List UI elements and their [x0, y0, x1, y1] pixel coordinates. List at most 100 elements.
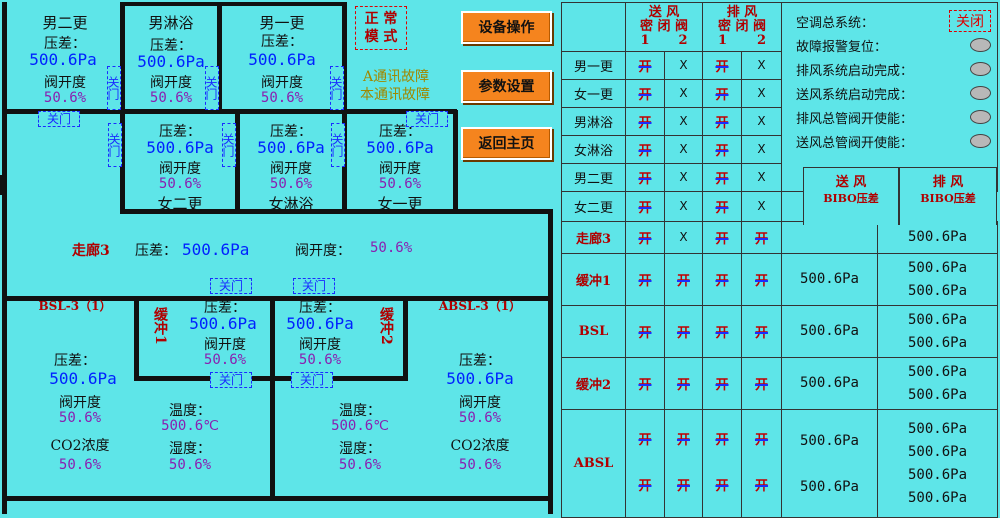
ac-system-toggle[interactable]: 关闭 — [949, 10, 992, 32]
door-button[interactable]: 关门 — [406, 111, 448, 127]
damper-closed[interactable]: X — [757, 142, 766, 156]
room-name: 缓冲1 — [152, 307, 168, 345]
damper-open[interactable]: 开 — [638, 432, 652, 448]
pressure-label: 压差： — [299, 300, 341, 316]
door-button[interactable]: 关门 — [291, 372, 333, 388]
damper-open[interactable]: 开 — [715, 88, 729, 103]
damper-open[interactable]: 开 — [638, 172, 652, 187]
pressure-value: 500.6Pa — [366, 138, 434, 157]
damper-closed[interactable]: X — [679, 58, 688, 72]
row-name: 走廊3 — [561, 221, 626, 254]
damper-open[interactable]: 开 — [715, 232, 729, 247]
co2-label: CO2浓度 — [450, 438, 510, 454]
fault-reset-button[interactable] — [970, 38, 992, 52]
damper-open[interactable]: 开 — [676, 326, 690, 341]
damper-open[interactable]: 开 — [638, 116, 652, 131]
damper-closed[interactable]: X — [679, 199, 688, 213]
damper-closed[interactable]: X — [757, 86, 766, 100]
supply-bibo-cell: 500.6Pa — [781, 305, 878, 358]
valve-value: 50.6% — [298, 352, 342, 368]
pressure-value: 500.6Pa — [137, 52, 205, 71]
door-button[interactable]: 关门 — [38, 111, 80, 127]
table-corner — [561, 2, 626, 52]
parameter-settings-button[interactable]: 参数设置 — [461, 70, 552, 103]
humidity-label: 湿度： — [169, 441, 211, 457]
damper-open[interactable]: 开 — [754, 378, 768, 393]
exhaust-valve-indicator — [970, 110, 992, 124]
row-name: ABSL — [561, 409, 626, 518]
damper-open[interactable]: 开 — [715, 60, 729, 75]
valve-label: 阀开度： — [295, 243, 351, 259]
damper-open[interactable]: 开 — [754, 232, 768, 247]
damper-open[interactable]: 开 — [754, 274, 768, 289]
damper-closed[interactable]: X — [757, 199, 766, 213]
device-operation-button[interactable]: 设备操作 — [461, 11, 552, 44]
damper-open[interactable]: 开 — [715, 478, 729, 494]
damper-closed[interactable]: X — [679, 86, 688, 100]
row-name: 女淋浴 — [561, 135, 626, 164]
row-name: 女一更 — [561, 79, 626, 108]
damper-open[interactable]: 开 — [715, 144, 729, 159]
return-home-button[interactable]: 返回主页 — [461, 127, 552, 160]
fault-a-comm: A通讯故障 — [363, 69, 430, 85]
door-button[interactable]: 关门 — [106, 66, 121, 110]
damper-open[interactable]: 开 — [715, 274, 729, 289]
door-button[interactable]: 关门 — [329, 66, 344, 110]
damper-open[interactable]: 开 — [754, 478, 768, 494]
damper-closed[interactable]: X — [757, 170, 766, 184]
wall — [548, 296, 553, 514]
door-button[interactable]: 关门 — [210, 278, 252, 294]
room-name: 男二更 — [42, 14, 88, 32]
damper-open[interactable]: 开 — [754, 326, 768, 341]
damper-open[interactable]: 开 — [638, 378, 652, 393]
damper-open[interactable]: 开 — [638, 274, 652, 289]
damper-closed[interactable]: X — [757, 58, 766, 72]
door-button[interactable]: 关门 — [210, 372, 252, 388]
damper-closed[interactable]: X — [679, 142, 688, 156]
door-button[interactable]: 关门 — [204, 66, 219, 110]
supply-bibo-cell: 500.6Pa — [781, 357, 878, 410]
damper-open[interactable]: 开 — [638, 88, 652, 103]
door-button[interactable]: 关门 — [330, 123, 345, 167]
damper-open[interactable]: 开 — [638, 232, 652, 247]
damper-closed[interactable]: X — [679, 170, 688, 184]
temp-label: 温度： — [339, 403, 381, 419]
wall — [120, 209, 552, 214]
damper-closed[interactable]: X — [679, 114, 688, 128]
damper-open[interactable]: 开 — [715, 116, 729, 131]
room-name: 男淋浴 — [148, 14, 194, 32]
damper-open[interactable]: 开 — [676, 274, 690, 289]
valve-value: 50.6% — [378, 176, 422, 192]
valve-label: 阀开度 — [59, 395, 101, 411]
door-button[interactable]: 关门 — [107, 123, 122, 167]
damper-open[interactable]: 开 — [754, 432, 768, 448]
wall — [217, 2, 222, 112]
damper-open[interactable]: 开 — [676, 378, 690, 393]
damper-open[interactable]: 开 — [715, 172, 729, 187]
damper-open[interactable]: 开 — [715, 432, 729, 448]
damper-open[interactable]: 开 — [638, 326, 652, 341]
pressure-value: 500.6Pa — [189, 314, 257, 333]
pressure-label: 压差： — [270, 124, 312, 140]
wall — [134, 376, 274, 381]
damper-open[interactable]: 开 — [715, 201, 729, 216]
damper-closed[interactable]: X — [757, 114, 766, 128]
temp-value: 500.6℃ — [161, 418, 219, 434]
valve-value: 50.6% — [58, 410, 102, 426]
co2-value: 50.6% — [58, 457, 102, 473]
door-button[interactable]: 关门 — [221, 123, 236, 167]
damper-open[interactable]: 开 — [638, 144, 652, 159]
damper-open[interactable]: 开 — [676, 478, 690, 494]
damper-open[interactable]: 开 — [715, 378, 729, 393]
damper-closed[interactable]: X — [679, 230, 688, 244]
damper-open[interactable]: 开 — [676, 432, 690, 448]
damper-open[interactable]: 开 — [638, 60, 652, 75]
damper-open[interactable]: 开 — [638, 201, 652, 216]
damper-open[interactable]: 开 — [715, 326, 729, 341]
damper-open[interactable]: 开 — [638, 478, 652, 494]
door-button[interactable]: 关门 — [293, 278, 335, 294]
